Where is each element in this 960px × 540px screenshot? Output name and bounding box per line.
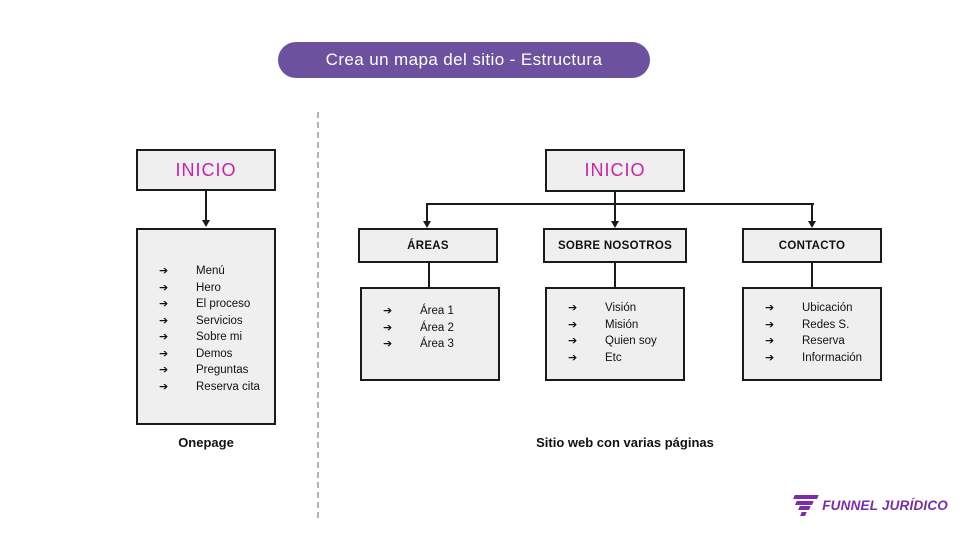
- list-item: ➔Visión: [568, 300, 677, 317]
- arrow-bullet-icon: ➔: [159, 314, 169, 327]
- right-caption: Sitio web con varias páginas: [536, 435, 714, 450]
- list-item: ➔Etc: [568, 350, 677, 367]
- list-item: ➔Demos: [159, 346, 268, 363]
- list-item: ➔Hero: [159, 280, 268, 297]
- sobre-drop-arrow: [611, 203, 619, 228]
- list-item: ➔Reserva: [765, 333, 874, 350]
- arrow-bullet-icon: ➔: [159, 347, 169, 360]
- list-item: ➔Área 1: [383, 303, 492, 320]
- list-item: ➔Servicios: [159, 313, 268, 330]
- arrow-bullet-icon: ➔: [765, 318, 775, 331]
- sobre-nosotros-header-box: SOBRE NOSOTROS: [543, 228, 687, 263]
- left-connector-arrow: [202, 191, 210, 227]
- slide-title-text: Crea un mapa del sitio - Estructura: [325, 50, 603, 69]
- contacto-header-box: CONTACTO: [742, 228, 882, 263]
- arrow-bullet-icon: ➔: [159, 380, 169, 393]
- arrow-bullet-icon: ➔: [765, 351, 775, 364]
- arrow-bullet-icon: ➔: [383, 338, 393, 350]
- list-item: ➔Área 2: [383, 320, 492, 337]
- left-inicio-label: INICIO: [175, 159, 237, 180]
- arrow-bullet-icon: ➔: [159, 281, 169, 294]
- left-pages-list-box: ➔Menú ➔Hero ➔El proceso ➔Servicios ➔Sobr…: [136, 228, 276, 425]
- section-divider: [317, 112, 319, 518]
- list-item: ➔El proceso: [159, 296, 268, 313]
- right-inicio-label: INICIO: [584, 160, 646, 180]
- list-item: ➔Área 3: [383, 336, 492, 353]
- logo-text: FUNNEL JURÍDICO: [822, 497, 948, 513]
- list-item: ➔Sobre mi: [159, 329, 268, 346]
- arrow-bullet-icon: ➔: [765, 335, 775, 347]
- right-branch-hline: [427, 203, 814, 205]
- slide-title: Crea un mapa del sitio - Estructura: [278, 42, 650, 78]
- left-caption: Onepage: [178, 435, 234, 450]
- arrow-bullet-icon: ➔: [383, 305, 393, 317]
- arrow-bullet-icon: ➔: [159, 298, 169, 310]
- list-item: ➔Preguntas: [159, 362, 268, 379]
- arrow-bullet-icon: ➔: [765, 302, 775, 314]
- right-inicio-box: INICIO: [545, 149, 685, 192]
- right-root-stem-line: [614, 192, 616, 204]
- arrow-bullet-icon: ➔: [159, 364, 169, 376]
- list-item: ➔Información: [765, 350, 874, 367]
- contacto-list-box: ➔Ubicación ➔Redes S. ➔Reserva ➔Informaci…: [742, 287, 882, 381]
- list-item: ➔Menú: [159, 263, 268, 280]
- areas-drop-arrow: [423, 203, 431, 228]
- arrow-bullet-icon: ➔: [568, 351, 578, 364]
- arrow-bullet-icon: ➔: [159, 331, 169, 343]
- contacto-list-line: [811, 263, 813, 287]
- areas-header-box: ÁREAS: [358, 228, 498, 263]
- arrow-bullet-icon: ➔: [568, 335, 578, 347]
- arrow-bullet-icon: ➔: [568, 302, 578, 314]
- arrow-bullet-icon: ➔: [159, 265, 169, 277]
- funnel-icon: [793, 495, 819, 515]
- list-item: ➔Ubicación: [765, 300, 874, 317]
- list-item: ➔Misión: [568, 317, 677, 334]
- arrow-bullet-icon: ➔: [568, 318, 578, 331]
- arrow-bullet-icon: ➔: [383, 321, 393, 334]
- areas-list-box: ➔Área 1 ➔Área 2 ➔Área 3: [360, 287, 500, 381]
- left-inicio-box: INICIO: [136, 149, 276, 191]
- contacto-drop-arrow: [808, 203, 816, 228]
- sobre-list-line: [614, 263, 616, 287]
- list-item: ➔Reserva cita: [159, 379, 268, 396]
- sobre-nosotros-list-box: ➔Visión ➔Misión ➔Quien soy ➔Etc: [545, 287, 685, 381]
- areas-list-line: [428, 263, 430, 287]
- funnel-juridico-logo: FUNNEL JURÍDICO: [793, 491, 948, 519]
- list-item: ➔Redes S.: [765, 317, 874, 334]
- list-item: ➔Quien soy: [568, 333, 677, 350]
